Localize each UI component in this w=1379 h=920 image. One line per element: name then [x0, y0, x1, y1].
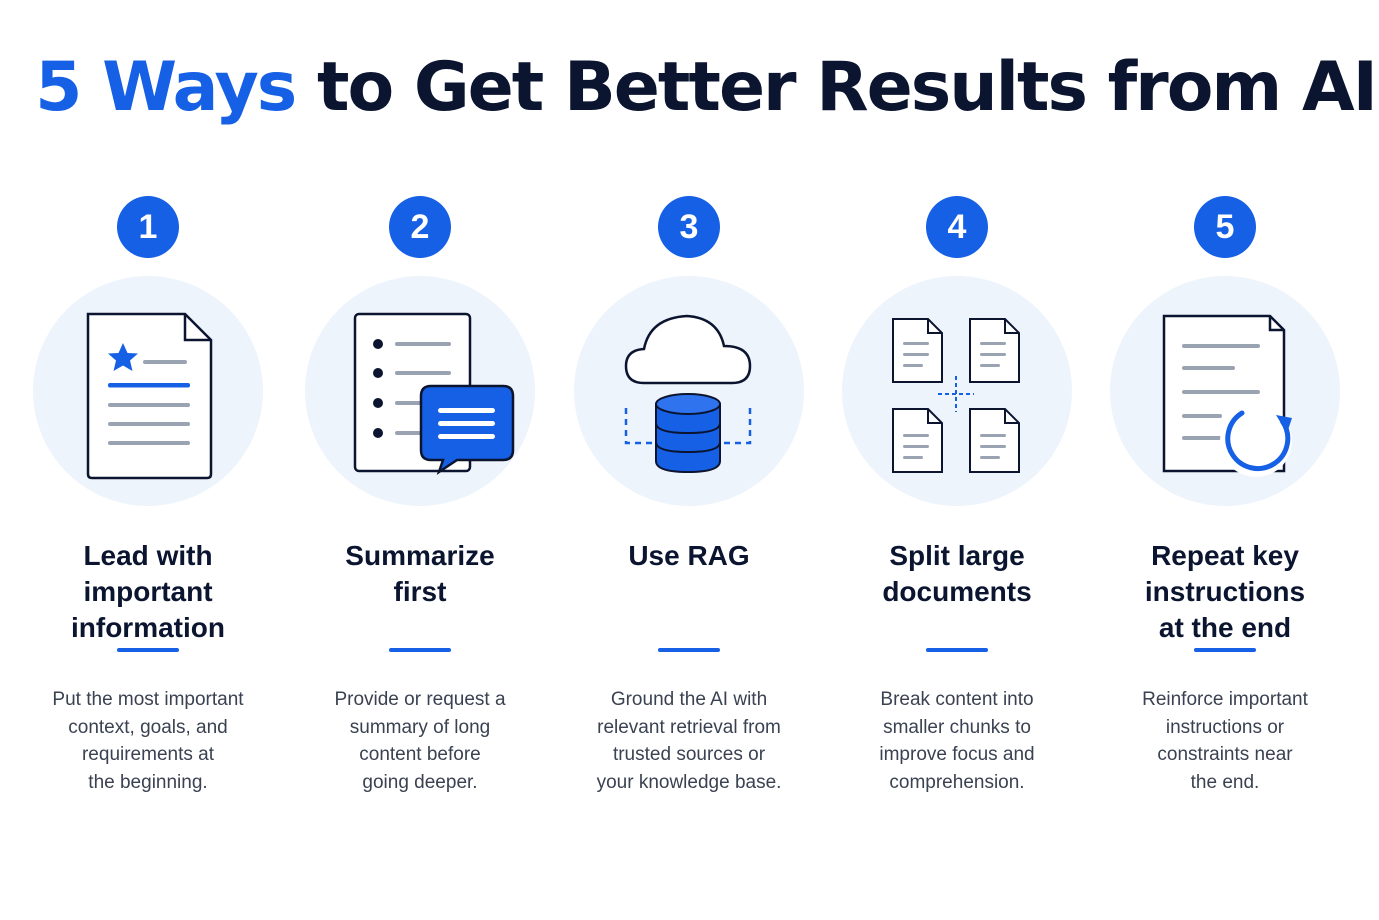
step-3: 3 Use RAG Ground the AI with relevant re…	[551, 196, 827, 796]
step-4-description: Break content into smaller chunks to imp…	[879, 689, 1035, 793]
step-2-number: 2	[389, 196, 451, 258]
step-4-icon-halo	[842, 276, 1072, 506]
step-5-divider	[1194, 648, 1256, 652]
step-2-divider	[389, 648, 451, 652]
title-rest: to Get Better Results from AI	[316, 48, 1378, 127]
document-repeat-icon	[1162, 314, 1292, 477]
page-title: 5 Ways to Get Better Results from AI	[0, 48, 1379, 127]
step-2-heading: Summarize first	[345, 540, 495, 607]
step-2-icon-halo	[305, 276, 535, 506]
step-1-icon-halo	[33, 276, 263, 506]
document-star-icon	[86, 312, 213, 480]
step-3-divider	[658, 648, 720, 652]
step-3-number: 3	[658, 196, 720, 258]
step-4-number: 4	[926, 196, 988, 258]
step-3-heading: Use RAG	[628, 540, 750, 571]
step-1-description: Put the most important context, goals, a…	[52, 689, 244, 793]
step-2-description: Provide or request a summary of long con…	[334, 689, 506, 793]
split-documents-icon	[892, 318, 1020, 473]
title-accent: 5 Ways	[35, 48, 297, 127]
step-5-heading: Repeat key instructions at the end	[1144, 540, 1306, 643]
cloud-database-icon	[624, 314, 752, 474]
step-4-heading: Split large documents	[882, 540, 1032, 607]
step-1-divider	[117, 648, 179, 652]
step-5-description: Reinforce important instructions or cons…	[1142, 689, 1308, 793]
step-4-divider	[926, 648, 988, 652]
step-5-icon-halo	[1110, 276, 1340, 506]
step-5: 5 Repeat key instructions at the end Rei…	[1087, 196, 1363, 796]
step-1-number: 1	[117, 196, 179, 258]
step-1: 1 Lead with important information Put th…	[10, 196, 286, 796]
step-3-description: Ground the AI with relevant retrieval fr…	[596, 689, 782, 793]
step-5-number: 5	[1194, 196, 1256, 258]
step-4: 4	[819, 196, 1095, 796]
list-chat-bubble-icon	[353, 312, 515, 476]
step-3-icon-halo	[574, 276, 804, 506]
step-2: 2 Summarize first Provide or request a s…	[282, 196, 558, 796]
step-1-heading: Lead with important information	[71, 540, 225, 643]
